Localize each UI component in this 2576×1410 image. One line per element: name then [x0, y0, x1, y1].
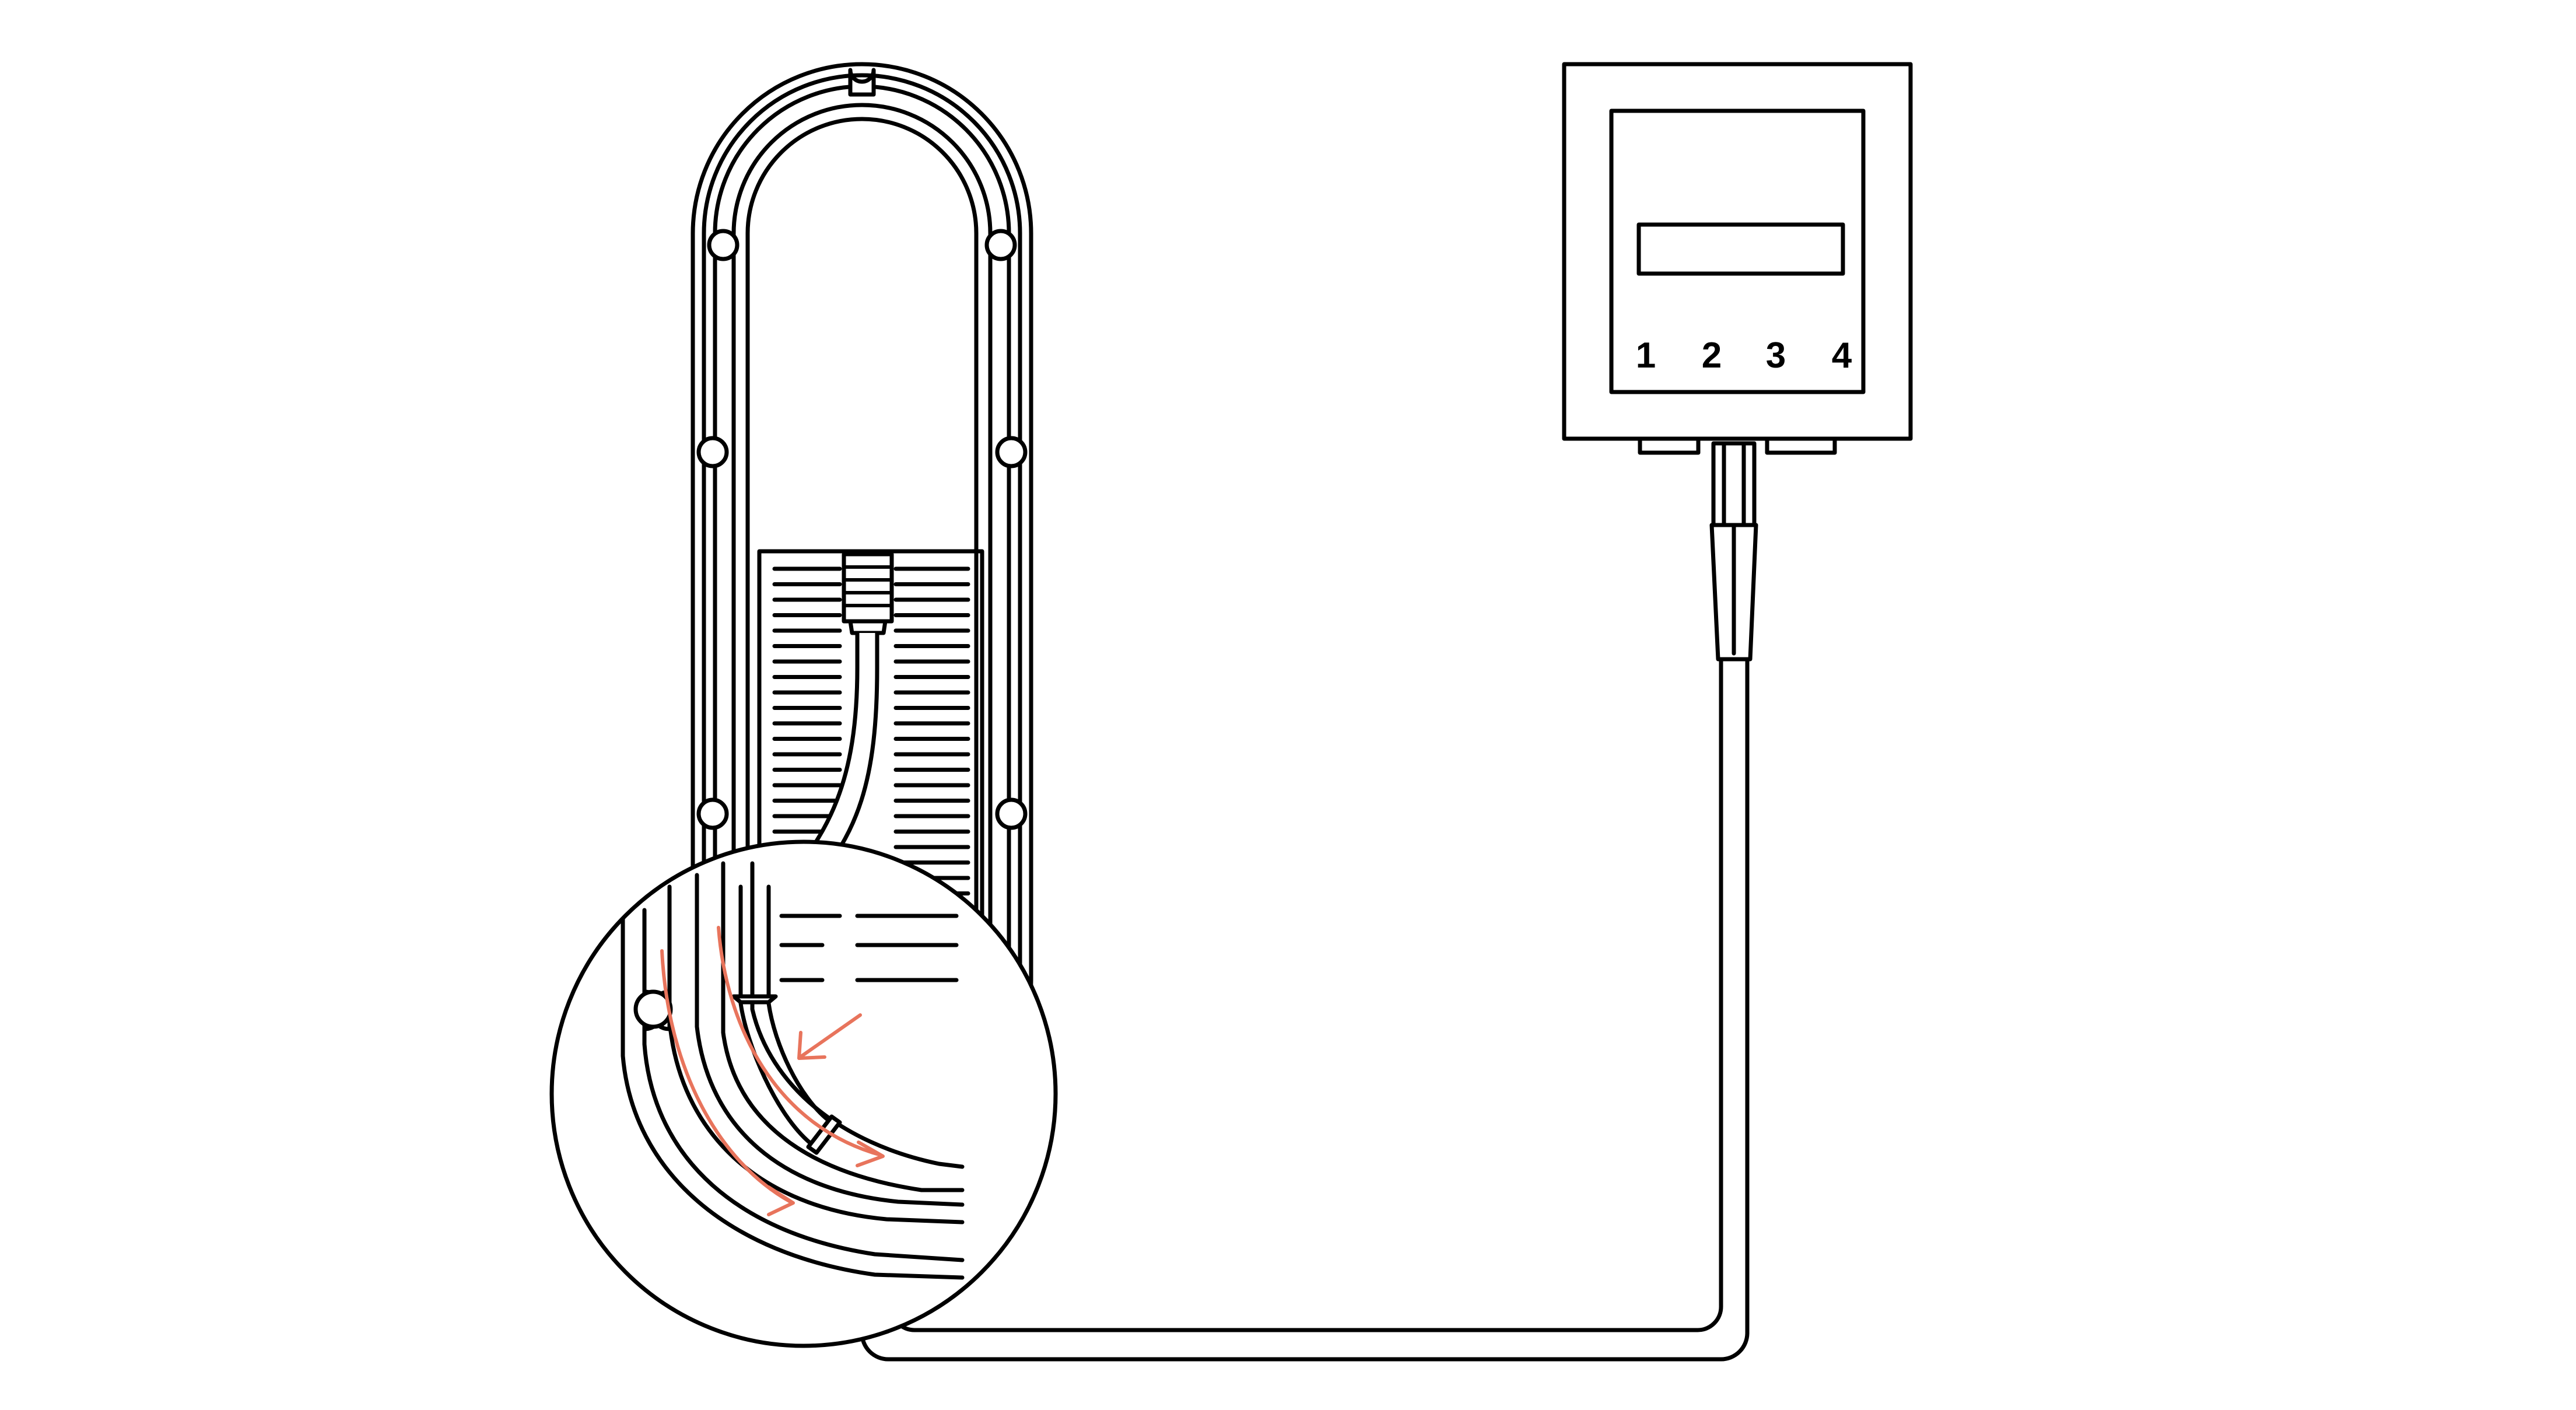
detail-magnifier-circle — [549, 839, 1058, 1348]
flow-arrow-inlet-head — [797, 1031, 826, 1060]
mounting-notches — [696, 68, 1028, 1034]
flow-arrow-inner-head — [856, 1140, 885, 1167]
button-2-label: 2 — [1702, 335, 1722, 376]
flow-arrow-outer-head — [767, 1185, 795, 1216]
external-cable — [860, 441, 1758, 1362]
flow-arrows — [660, 926, 885, 1216]
cable-connector-plug — [842, 552, 894, 635]
flow-arrow-inlet — [800, 1013, 862, 1058]
button-1-label: 1 — [1636, 335, 1656, 376]
flow-arrow-outer — [660, 949, 792, 1203]
control-box: 1 2 3 4 — [1562, 62, 1913, 455]
button-3-label: 3 — [1766, 335, 1786, 376]
display-screen — [1636, 222, 1845, 276]
flow-arrow-inner — [717, 926, 882, 1157]
button-4-label: 4 — [1832, 335, 1852, 376]
